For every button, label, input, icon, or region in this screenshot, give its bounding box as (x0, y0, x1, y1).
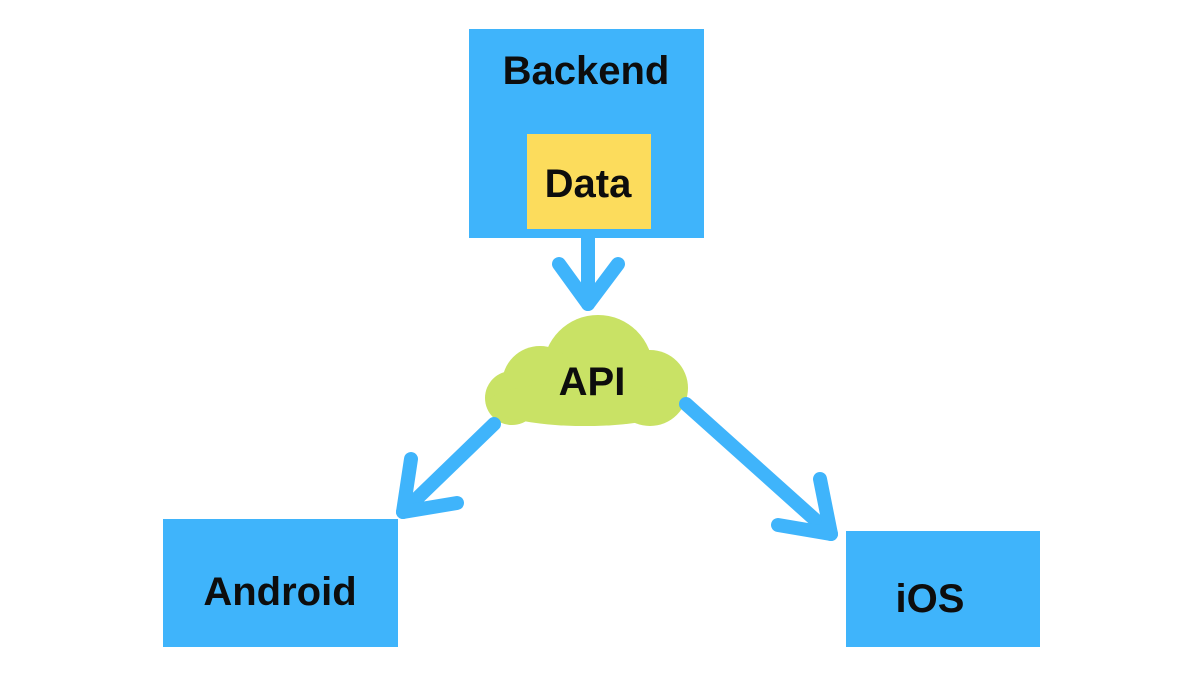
android-node: Android (163, 519, 398, 647)
arrow-backend-to-api-head (552, 257, 625, 311)
data-node: Data (527, 134, 651, 229)
ios-label: iOS (896, 577, 965, 621)
backend-label: Backend (503, 49, 670, 93)
arrow-api-to-ios-shaft (679, 397, 838, 541)
arrow-api-to-ios-head (771, 472, 838, 541)
api-node: API (485, 315, 688, 426)
arrow-api-to-ios (679, 397, 838, 541)
arrow-api-to-android-shaft (396, 417, 501, 519)
android-label: Android (203, 570, 356, 614)
ios-box (846, 531, 1040, 647)
ios-node: iOS (846, 531, 1040, 647)
api-cloud-shape (485, 315, 688, 426)
arrow-api-to-android-head (396, 452, 464, 519)
data-box (527, 134, 651, 229)
data-label: Data (545, 162, 632, 206)
arrow-backend-to-api (552, 231, 625, 311)
arrow-api-to-android (396, 417, 501, 519)
android-box (163, 519, 398, 647)
api-label: API (559, 360, 626, 404)
